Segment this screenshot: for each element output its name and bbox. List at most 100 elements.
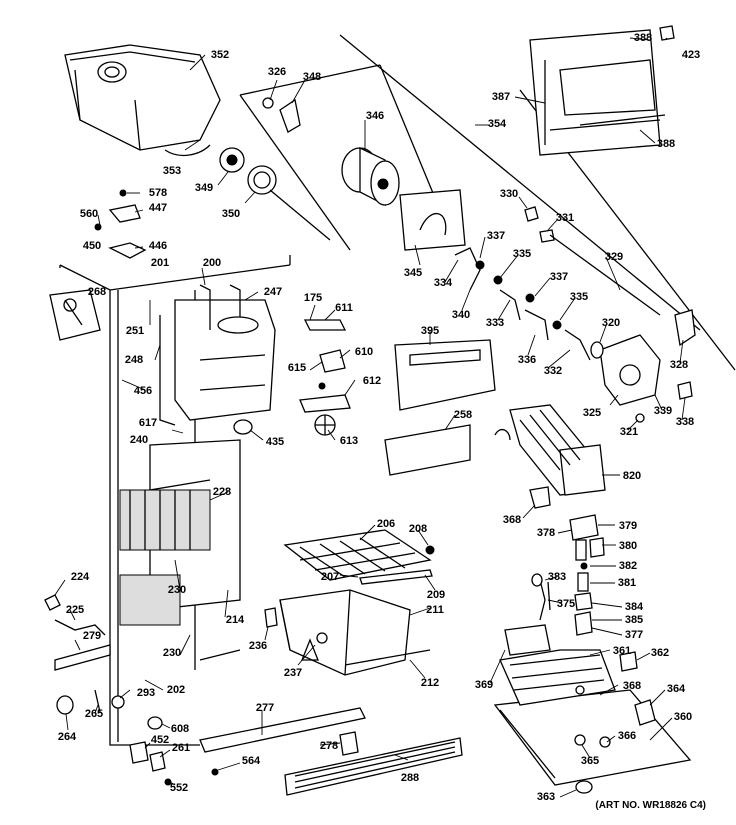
- part-label-206: 206: [376, 518, 396, 530]
- ice-maker-arm-328: [674, 309, 696, 400]
- part-label-615: 615: [287, 362, 307, 374]
- part-label-363: 363: [536, 791, 556, 803]
- part-label-361: 361: [612, 645, 632, 657]
- auger-parts: [219, 147, 331, 241]
- evaporator-housing-247: [159, 284, 276, 426]
- part-label-228: 228: [212, 486, 232, 498]
- part-label-265: 265: [84, 708, 104, 720]
- part-label-382: 382: [618, 560, 638, 572]
- part-label-337a: 337: [486, 230, 506, 242]
- part-label-352: 352: [210, 49, 230, 61]
- part-label-230b: 230: [162, 647, 182, 659]
- fan-motor-parts: [299, 319, 351, 436]
- part-label-447: 447: [148, 202, 168, 214]
- part-label-225: 225: [65, 604, 85, 616]
- part-label-339: 339: [653, 405, 673, 417]
- part-label-384: 384: [624, 601, 644, 613]
- part-label-381: 381: [617, 577, 637, 589]
- part-label-388b: 388: [656, 138, 676, 150]
- caster-parts: [56, 689, 125, 715]
- bracket-368: [529, 486, 551, 509]
- part-label-207: 207: [320, 571, 340, 583]
- part-label-362: 362: [650, 647, 670, 659]
- part-label-552: 552: [169, 782, 189, 794]
- part-label-564: 564: [241, 755, 261, 767]
- part-label-610: 610: [354, 346, 374, 358]
- water-valve-parts: [531, 514, 605, 636]
- part-label-212: 212: [420, 677, 440, 689]
- part-label-321: 321: [619, 426, 639, 438]
- part-label-326: 326: [267, 66, 287, 78]
- part-label-345: 345: [403, 267, 423, 279]
- part-label-279: 279: [82, 630, 102, 642]
- part-label-337b: 337: [549, 271, 569, 283]
- part-label-385: 385: [624, 614, 644, 626]
- part-label-353: 353: [162, 165, 182, 177]
- part-label-608: 608: [170, 723, 190, 735]
- part-label-268: 268: [87, 286, 107, 298]
- part-label-365: 365: [580, 755, 600, 767]
- part-label-208: 208: [408, 523, 428, 535]
- wire-shelf-206: [283, 529, 435, 585]
- part-label-395: 395: [420, 325, 440, 337]
- drain-parts: [44, 594, 111, 671]
- part-label-230a: 230: [167, 584, 187, 596]
- part-label-350: 350: [221, 208, 241, 220]
- light-housing-268: [49, 289, 101, 341]
- lower-hardware: [129, 716, 172, 786]
- part-label-333: 333: [485, 317, 505, 329]
- ice-maker-820: [494, 404, 606, 496]
- part-label-377: 377: [624, 629, 644, 641]
- bin-clips: [264, 607, 328, 644]
- ice-maker-head-325: [590, 334, 661, 423]
- part-label-335a: 335: [512, 248, 532, 260]
- ice-bucket-352: [64, 44, 221, 157]
- part-label-278: 278: [319, 740, 339, 752]
- part-label-264: 264: [57, 731, 77, 743]
- part-label-375: 375: [556, 598, 576, 610]
- art-number: (ART NO. WR18826 C4): [595, 800, 706, 811]
- brackets-left-top: [94, 189, 147, 259]
- small-parts-326-348: [262, 97, 301, 133]
- auger-motor-346: [341, 146, 400, 207]
- part-label-360: 360: [673, 711, 693, 723]
- part-label-613: 613: [339, 435, 359, 447]
- part-label-277: 277: [255, 702, 275, 714]
- mounting-plate-345: [399, 189, 466, 251]
- part-label-578: 578: [148, 187, 168, 199]
- part-label-380: 380: [618, 540, 638, 552]
- part-label-423: 423: [681, 49, 701, 61]
- part-label-248: 248: [124, 354, 144, 366]
- part-label-325: 325: [582, 407, 602, 419]
- part-label-200: 200: [202, 257, 222, 269]
- ice-maker-linkage: [454, 206, 661, 361]
- part-label-446: 446: [148, 240, 168, 252]
- part-label-214: 214: [225, 614, 245, 626]
- part-label-349: 349: [194, 182, 214, 194]
- part-label-450: 450: [82, 240, 102, 252]
- leader-lines: [54, 37, 686, 798]
- part-label-258: 258: [453, 409, 473, 421]
- part-label-354: 354: [487, 118, 507, 130]
- evaporator-coil-228: [119, 439, 241, 626]
- part-label-340: 340: [451, 309, 471, 321]
- part-label-369: 369: [474, 679, 494, 691]
- part-label-224: 224: [70, 571, 90, 583]
- part-label-335b: 335: [569, 291, 589, 303]
- part-label-247: 247: [263, 286, 283, 298]
- part-label-383: 383: [547, 571, 567, 583]
- part-label-617: 617: [138, 417, 158, 429]
- part-label-320: 320: [601, 317, 621, 329]
- part-label-387: 387: [491, 91, 511, 103]
- part-label-201: 201: [150, 257, 170, 269]
- part-label-175: 175: [303, 292, 323, 304]
- part-label-334: 334: [433, 277, 453, 289]
- part-label-364b: 364: [666, 683, 686, 695]
- part-label-329: 329: [604, 251, 624, 263]
- control-box-369: [499, 624, 616, 706]
- part-label-240: 240: [129, 434, 149, 446]
- part-label-348: 348: [302, 71, 322, 83]
- part-label-202: 202: [166, 684, 186, 696]
- part-label-560: 560: [79, 208, 99, 220]
- part-label-346: 346: [365, 110, 385, 122]
